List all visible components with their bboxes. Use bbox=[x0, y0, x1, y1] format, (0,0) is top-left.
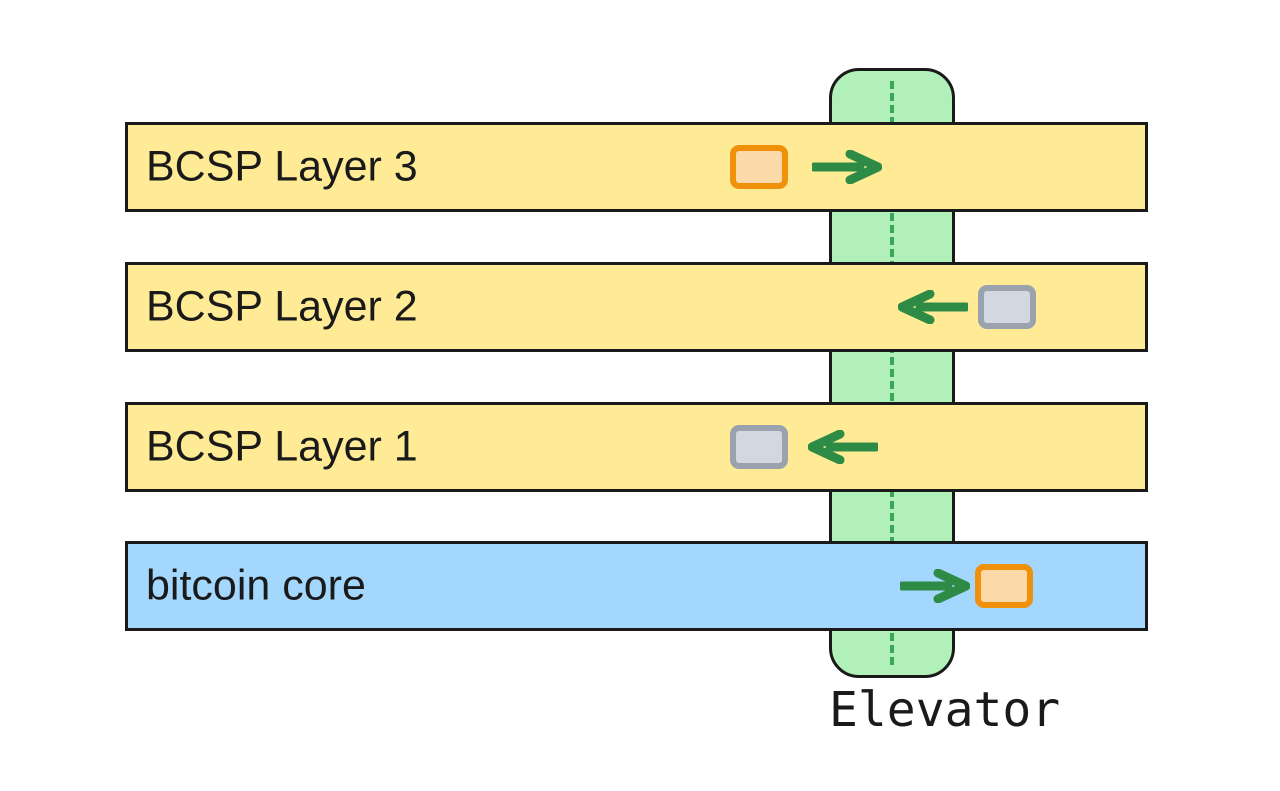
arrow-right-layer-3 bbox=[812, 150, 882, 184]
elevator-centerline bbox=[890, 81, 894, 665]
packet-box-layer-1 bbox=[730, 425, 788, 469]
layer-label: BCSP Layer 2 bbox=[146, 282, 418, 331]
layer-bar-bcsp-layer-2: BCSP Layer 2 bbox=[125, 262, 1148, 352]
layer-label: bitcoin core bbox=[146, 561, 366, 610]
arrow-left-layer-1 bbox=[808, 430, 878, 464]
layer-bar-bcsp-layer-3: BCSP Layer 3 bbox=[125, 122, 1148, 212]
layer-label: BCSP Layer 1 bbox=[146, 422, 418, 471]
elevator-caption: Elevator bbox=[829, 682, 1061, 738]
arrow-right-bitcoin-core bbox=[900, 569, 970, 603]
packet-box-layer-2 bbox=[978, 285, 1036, 329]
packet-box-bitcoin-core bbox=[975, 564, 1033, 608]
packet-box-layer-3 bbox=[730, 145, 788, 189]
arrow-left-layer-2 bbox=[898, 290, 968, 324]
layer-label: BCSP Layer 3 bbox=[146, 142, 418, 191]
layer-bar-bcsp-layer-1: BCSP Layer 1 bbox=[125, 402, 1148, 492]
